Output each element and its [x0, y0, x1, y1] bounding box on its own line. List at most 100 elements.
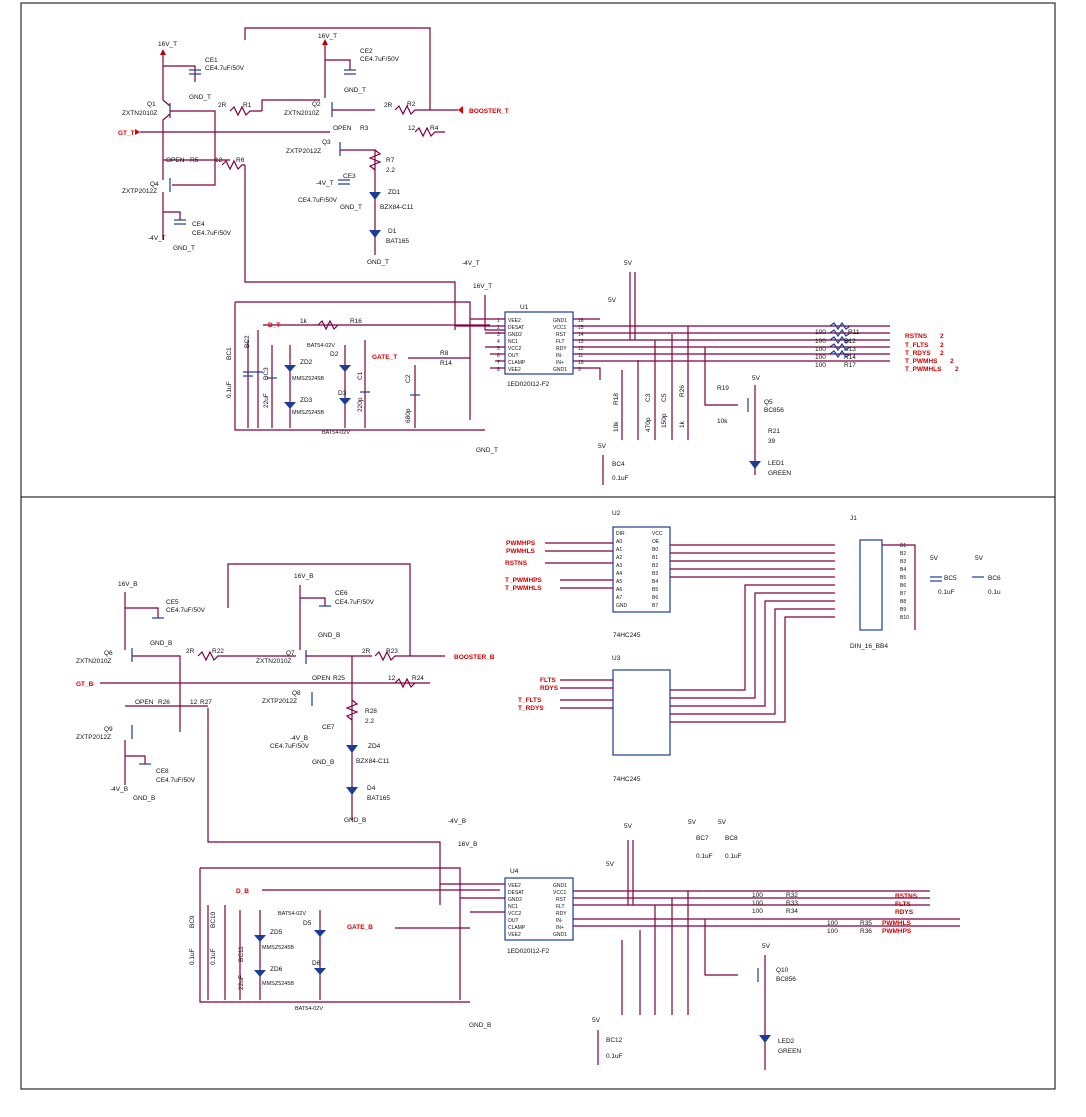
bc3-ref: BC3 — [263, 367, 270, 380]
u4-ref: U4 — [510, 868, 519, 875]
bc12-val: 0.1uF — [606, 1053, 623, 1060]
rdy-wire — [704, 919, 738, 976]
t-pwmhls-net: T_PWMHLS — [905, 366, 942, 373]
q10-part: BC856 — [776, 976, 796, 983]
booster-t-net: BOOSTER_T — [469, 108, 509, 115]
bc9-val: 0.1uF — [189, 948, 196, 965]
rail-minus: -4V_B — [110, 786, 128, 793]
c1-ref: C1 — [357, 371, 364, 380]
r17-ref: R17 — [844, 362, 856, 369]
q6-ref: Q6 — [104, 650, 113, 657]
r25-val: OPEN — [312, 675, 331, 682]
gate-t-net: GATE_T — [372, 354, 397, 361]
gnd-label: GND_T — [367, 259, 389, 266]
top-driver-stage: -4V_T 16V_T U1 1ED020I12-F2 VEE2 DESAT G… — [226, 260, 959, 485]
r12-ref: R12 — [844, 338, 856, 345]
supply-5v: 5V — [608, 297, 617, 304]
j1-pin: B10 — [900, 615, 909, 621]
power-arrow-icon — [322, 39, 328, 45]
r32-ref: R32 — [786, 892, 798, 899]
bc1-val: 0.1uF — [226, 381, 233, 398]
u1-pin-num: 11 — [578, 353, 583, 359]
u1-pin-name: OUT — [508, 353, 519, 359]
q7-ref: Q7 — [286, 650, 295, 657]
r4-resistor-icon — [414, 126, 445, 138]
pwmhls-out-net: PWMHLS — [882, 920, 912, 927]
u2-pin-name: A4 — [616, 571, 622, 577]
led1-color: GREEN — [768, 470, 791, 477]
zd5-part: MMSZ5245B — [262, 945, 294, 951]
r34-ref: R34 — [786, 908, 798, 915]
rail-minus: -4V_T — [462, 260, 480, 267]
flts-net: FLTS — [540, 677, 556, 684]
ce8-wire — [125, 755, 146, 764]
bus-wire — [670, 592, 835, 699]
t-pwmhps-net: T_PWMHPS — [505, 577, 543, 584]
u2-pin-name: A7 — [616, 595, 622, 601]
r35-ref: R35 — [860, 920, 872, 927]
bottom-feedback-loop — [227, 563, 411, 656]
u2-pin-name: A0 — [616, 539, 622, 545]
t-rdys-net: T_RDYS — [905, 350, 931, 357]
r1-ref: R1 — [243, 102, 252, 109]
u2-pin-name: B7 — [652, 603, 658, 609]
r21-ref: R21 — [768, 428, 780, 435]
bottom-output-resistors: 100 R32 RSTNS 100 R33 FLTS 100 R34 RDYS … — [752, 892, 918, 935]
u1-ic-body — [504, 311, 574, 375]
bottom-driver-box-top — [200, 867, 461, 1000]
u2-pin-name: B6 — [652, 595, 658, 601]
u4-pin-name: VCC1 — [553, 890, 567, 896]
r23-val: 2R — [362, 648, 371, 655]
r22-val: 2R — [186, 648, 195, 655]
u2-pin-name: B0 — [652, 547, 658, 553]
r27-val: 12 — [190, 699, 198, 706]
j1-pin: B6 — [900, 583, 906, 589]
r6-resistor-icon — [221, 159, 245, 171]
flts-out-net: FLTS — [895, 901, 911, 908]
pwmhls-net: PWMHLS — [506, 548, 536, 555]
r28-resistor-icon — [345, 699, 359, 721]
c3-val: 470p — [645, 417, 652, 432]
ce1-wire — [163, 65, 196, 82]
j1-gnd-wire — [882, 544, 916, 630]
r28-val: 2.2 — [365, 718, 374, 725]
gnd-label: GND_T — [189, 94, 211, 101]
t-flts-page: 2 — [940, 342, 944, 349]
u4-pin-name: IN- — [556, 918, 563, 924]
r23-resistor-icon — [374, 650, 445, 662]
j1-pin: B3 — [900, 559, 906, 565]
ce5-val: CE4.7uF/50V — [166, 607, 206, 614]
supply-5v: 5V — [975, 555, 984, 562]
u1-pin-name: GND1 — [553, 367, 567, 373]
u2-pin-name: OE — [652, 539, 660, 545]
t-rdys-net: T_RDYS — [518, 705, 544, 712]
c5-val: 150p — [661, 413, 668, 428]
top-feedback-loop — [244, 27, 431, 110]
r6-ref: R6 — [236, 157, 245, 164]
top-output-resistors: 100 R11 RSTNS 2 100 R12 T_FLTS 2 100 R13… — [815, 321, 959, 373]
led-icon — [749, 461, 761, 469]
q6-base — [132, 655, 181, 732]
u1-pin-name: IN- — [556, 353, 563, 359]
bc12-ref: BC12 — [606, 1037, 623, 1044]
gnd-label: GND_B — [344, 817, 366, 824]
r16-ref: R16 — [350, 318, 362, 325]
d2-part: BAT54-02V — [307, 343, 335, 349]
u2-pin-name: B3 — [652, 571, 658, 577]
led-icon — [759, 1035, 771, 1043]
zener-diode-icon — [346, 745, 358, 753]
r24-val: 12 — [388, 675, 396, 682]
bus-wire — [670, 608, 835, 715]
ce7-val: CE4.7uF/50V — [270, 743, 310, 750]
r7-resistor-icon — [368, 149, 382, 171]
q6-part: ZXTN2010Z — [76, 658, 111, 665]
gt-t-net: GT_T — [118, 130, 135, 137]
r14o-val: 100 — [815, 354, 826, 361]
u1-pin-num: 8 — [497, 367, 500, 373]
q1-lead — [162, 99, 171, 107]
u1-pin-name: GND1 — [553, 318, 567, 324]
u1-pin-num: 10 — [578, 360, 584, 366]
rail-plus: 16V_B — [294, 573, 314, 580]
d4-ref: D4 — [367, 785, 376, 792]
r13-ref: R13 — [844, 346, 856, 353]
